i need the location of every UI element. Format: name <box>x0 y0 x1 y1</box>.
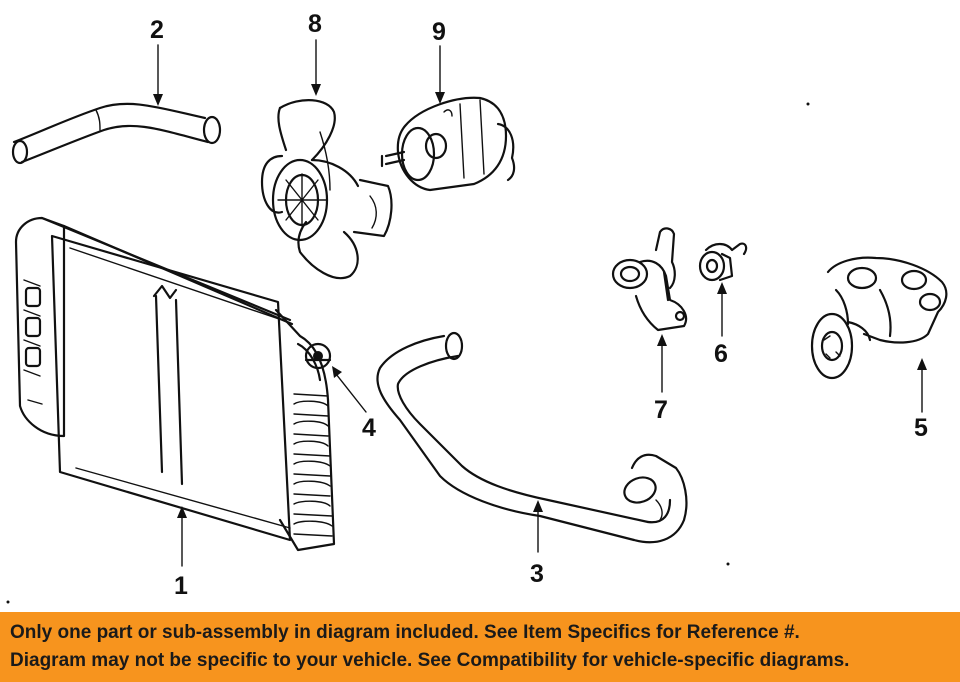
cooling-system-diagram: 2 8 9 4 7 6 5 1 3 <box>6 10 948 604</box>
callout-7: 7 <box>654 396 668 424</box>
callout-9: 9 <box>432 18 446 46</box>
cooling-fan <box>260 99 393 280</box>
disclaimer-banner: Only one part or sub-assembly in diagram… <box>0 612 960 682</box>
temperature-sender <box>698 242 748 282</box>
callout-8: 8 <box>308 10 322 38</box>
radiator <box>14 216 336 552</box>
thermostat-housing <box>611 227 688 332</box>
fan-motor <box>380 96 516 192</box>
callout-1: 1 <box>174 572 188 600</box>
water-pump <box>810 256 948 380</box>
leader-lines <box>153 39 927 567</box>
callout-4: 4 <box>362 414 376 442</box>
disclaimer-line-2: Diagram may not be specific to your vehi… <box>10 650 850 671</box>
disclaimer-line-1: Only one part or sub-assembly in diagram… <box>10 622 800 643</box>
callout-2: 2 <box>150 16 164 44</box>
callout-3: 3 <box>530 560 544 588</box>
upper-radiator-hose <box>11 102 222 165</box>
callout-5: 5 <box>914 414 928 442</box>
callout-6: 6 <box>714 340 728 368</box>
lower-radiator-hose <box>376 331 688 544</box>
